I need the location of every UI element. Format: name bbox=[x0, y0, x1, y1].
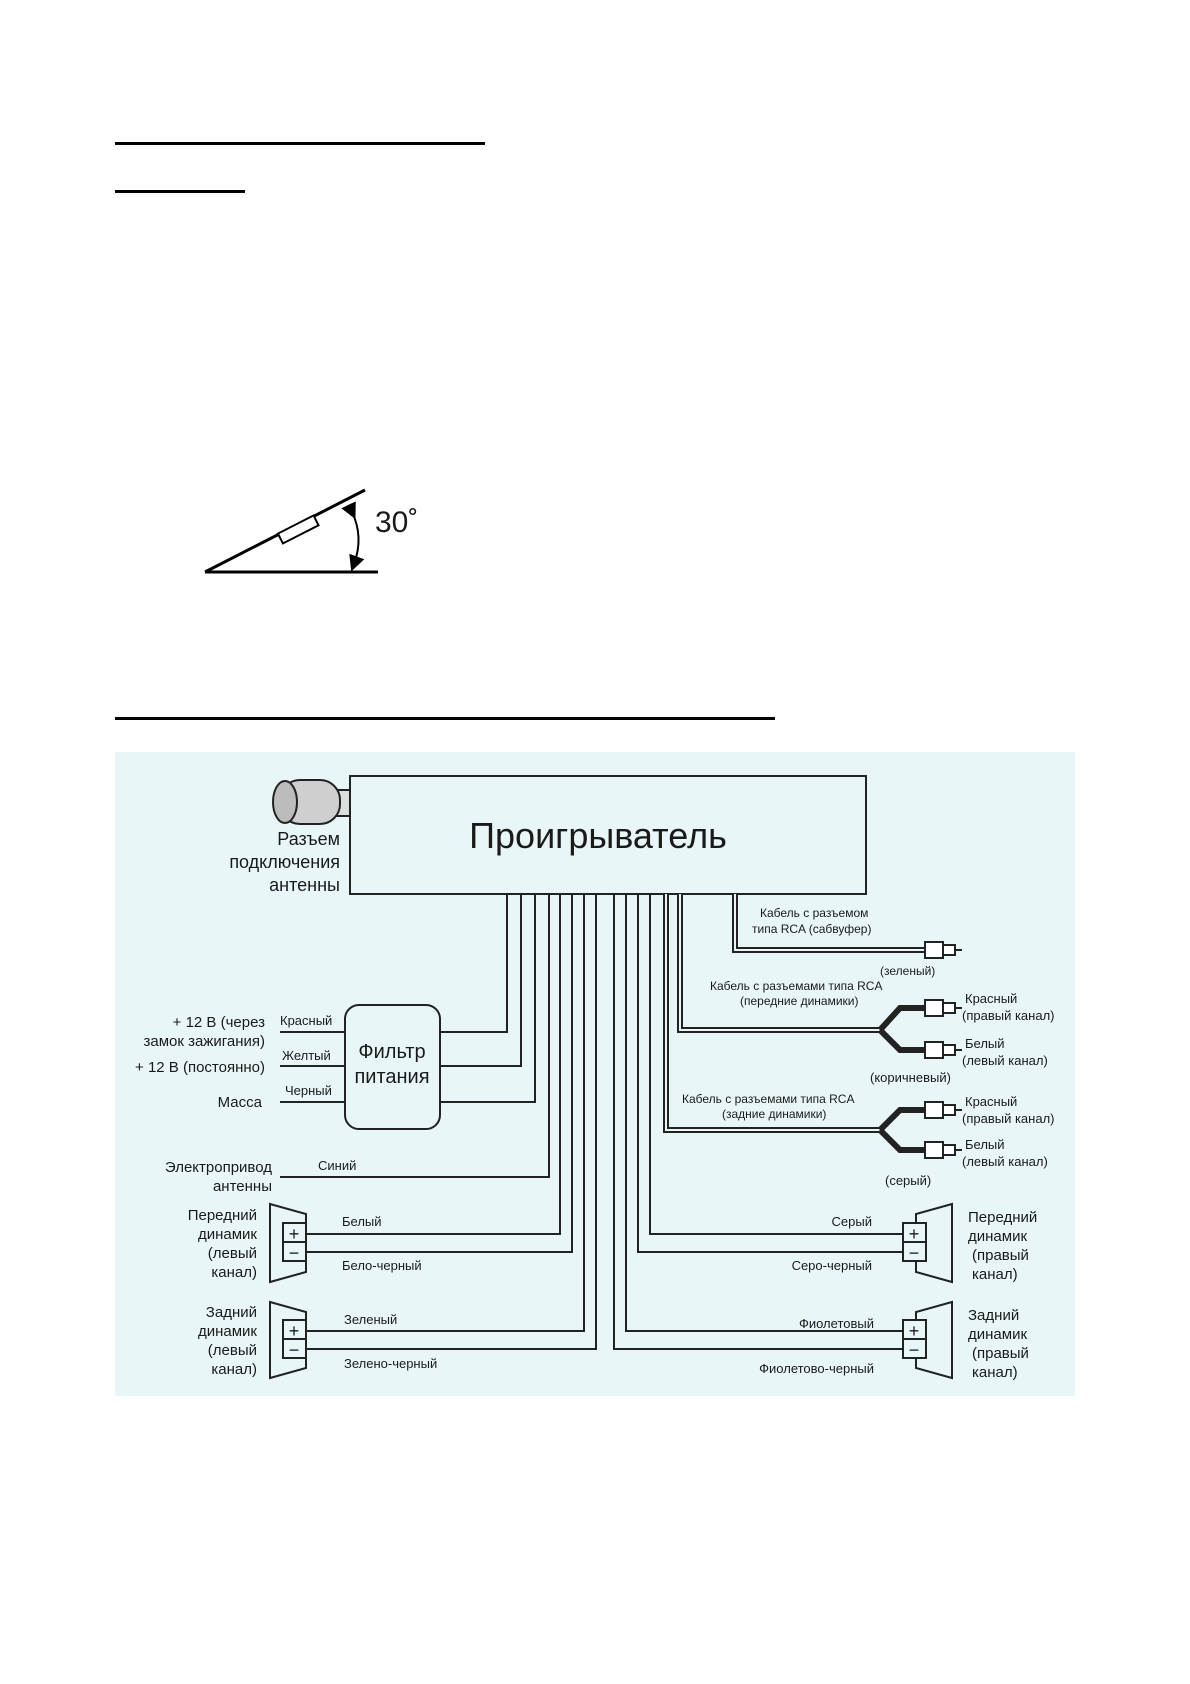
power-constant-label: + 12 В (постоянно) bbox=[135, 1059, 265, 1076]
antenna-label-line2: подключения bbox=[229, 852, 340, 872]
wire-yellow-label: Желтый bbox=[282, 1048, 331, 1063]
front-right-speaker-label-line3: (правый bbox=[972, 1247, 1029, 1264]
rca-rear-color: (серый) bbox=[885, 1173, 931, 1188]
rca-plug-icon bbox=[924, 999, 962, 1017]
player-label: Проигрыватель bbox=[469, 815, 727, 856]
rca-plug-icon bbox=[924, 1041, 962, 1059]
heading-rule-2 bbox=[115, 190, 245, 193]
rca-front-right-line2: (правый канал) bbox=[962, 1008, 1054, 1023]
rear-right-speaker-label-line3: (правый bbox=[972, 1345, 1029, 1362]
speaker-icon bbox=[269, 1300, 307, 1380]
polarity-plus: + bbox=[909, 1321, 920, 1341]
wire-black-label: Черный bbox=[285, 1083, 332, 1098]
heading-rule-1 bbox=[115, 142, 485, 145]
wiring-diagram: Разъем подключения антенны Проигрыватель… bbox=[115, 752, 1075, 1396]
polarity-minus: − bbox=[909, 1340, 920, 1360]
front-left-speaker-label-line1: Передний bbox=[188, 1207, 257, 1224]
speaker-icon bbox=[902, 1300, 953, 1380]
rca-rear-label-line2: (задние динамики) bbox=[722, 1107, 826, 1121]
rear-left-speaker-label-line3: (левый bbox=[208, 1342, 257, 1359]
power-ignition-label-line1: + 12 В (через bbox=[173, 1014, 265, 1031]
rca-rear-right-line1: Красный bbox=[965, 1094, 1017, 1109]
heading-rule-3 bbox=[115, 717, 775, 720]
rear-left-speaker-label-line1: Задний bbox=[206, 1304, 257, 1321]
rca-front-label-line2: (передние динамики) bbox=[740, 994, 859, 1008]
rca-rear-right-line2: (правый канал) bbox=[962, 1111, 1054, 1126]
wire-red-out bbox=[440, 894, 508, 1033]
wire-green-black bbox=[306, 894, 597, 1350]
antenna-label-line1: Разъем bbox=[277, 829, 340, 849]
front-right-speaker-label-line1: Передний bbox=[968, 1209, 1037, 1226]
mounting-angle-figure: 30˚ bbox=[204, 488, 418, 574]
rca-rear-cable bbox=[663, 894, 925, 1153]
front-left-speaker-label-line2: динамик bbox=[198, 1226, 257, 1243]
filter-label-line1: Фильтр bbox=[358, 1041, 425, 1063]
antenna-drive-label-line1: Электропривод bbox=[165, 1159, 272, 1176]
wire-gray-black bbox=[637, 894, 903, 1253]
power-ignition-label-line2: замок зажигания) bbox=[143, 1033, 265, 1050]
antenna-label-line3: антенны bbox=[269, 875, 340, 895]
wire-violet-black bbox=[613, 894, 903, 1350]
rca-plug-icon bbox=[924, 1101, 962, 1119]
rca-front-cable bbox=[677, 894, 925, 1053]
angle-device-icon bbox=[276, 514, 320, 545]
rear-right-speaker-label-line1: Задний bbox=[968, 1307, 1019, 1324]
wire-blue bbox=[280, 894, 550, 1178]
front-left-speaker-label-line4: канал) bbox=[211, 1264, 257, 1281]
front-right-speaker-label-line4: канал) bbox=[972, 1266, 1018, 1283]
ground-label: Масса bbox=[218, 1094, 263, 1111]
rca-front-color: (коричневый) bbox=[870, 1070, 951, 1085]
rca-front-label-line1: Кабель с разъемами типа RCA bbox=[710, 979, 882, 993]
wire-white-label: Белый bbox=[342, 1214, 382, 1229]
wire-yellow-out bbox=[440, 894, 522, 1067]
rca-front-right-line1: Красный bbox=[965, 991, 1017, 1006]
speaker-icon bbox=[269, 1202, 307, 1284]
wire-white-black bbox=[306, 894, 573, 1253]
wire-violet-black-label: Фиолетово-черный bbox=[759, 1361, 874, 1376]
antenna-drive-label-line2: антенны bbox=[213, 1178, 272, 1195]
angle-label: 30˚ bbox=[375, 506, 418, 539]
polarity-minus: − bbox=[289, 1243, 300, 1263]
wire-gray-label: Серый bbox=[832, 1214, 872, 1229]
rca-subwoofer-cable bbox=[732, 894, 925, 953]
wire-green bbox=[306, 894, 585, 1332]
rca-rear-label-line1: Кабель с разъемами типа RCA bbox=[682, 1092, 854, 1106]
rear-right-speaker-label-line4: канал) bbox=[972, 1364, 1018, 1381]
rca-front-left-line2: (левый канал) bbox=[962, 1053, 1048, 1068]
polarity-minus: − bbox=[909, 1243, 920, 1263]
rca-front-left-line1: Белый bbox=[965, 1036, 1005, 1051]
rca-rear-left-line2: (левый канал) bbox=[962, 1154, 1048, 1169]
wire-green-label: Зеленый bbox=[344, 1312, 397, 1327]
polarity-minus: − bbox=[289, 1340, 300, 1360]
polarity-plus: + bbox=[289, 1224, 300, 1244]
polarity-plus: + bbox=[909, 1224, 920, 1244]
wire-blue-label: Синий bbox=[318, 1158, 356, 1173]
angle-arc-arrow bbox=[341, 501, 365, 572]
speaker-icon bbox=[902, 1202, 953, 1284]
rear-left-speaker-label-line2: динамик bbox=[198, 1323, 257, 1340]
front-left-speaker-label-line3: (левый bbox=[208, 1245, 257, 1262]
rca-sub-label-line1: Кабель с разъемом bbox=[760, 906, 868, 920]
front-right-speaker-label-line2: динамик bbox=[968, 1228, 1027, 1245]
wire-white-black-label: Бело-черный bbox=[342, 1258, 422, 1273]
wire-green-black-label: Зелено-черный bbox=[344, 1356, 437, 1371]
rca-rear-left-line1: Белый bbox=[965, 1137, 1005, 1152]
rear-left-speaker-label-line4: канал) bbox=[211, 1361, 257, 1378]
rca-sub-color: (зеленый) bbox=[880, 964, 935, 978]
rca-plug-icon bbox=[924, 941, 962, 959]
filter-label-line2: питания bbox=[354, 1066, 429, 1088]
wire-red-label: Красный bbox=[280, 1013, 332, 1028]
wire-black-out bbox=[440, 894, 536, 1103]
wire-gray bbox=[649, 894, 903, 1235]
player-box bbox=[349, 775, 867, 895]
rear-right-speaker-label-line2: динамик bbox=[968, 1326, 1027, 1343]
wire-violet bbox=[625, 894, 903, 1332]
rca-sub-label-line2: типа RCA (сабвуфер) bbox=[752, 922, 871, 936]
wire-gray-black-label: Серо-черный bbox=[792, 1258, 872, 1273]
rca-plug-icon bbox=[924, 1141, 962, 1159]
wire-white bbox=[306, 894, 561, 1235]
polarity-plus: + bbox=[289, 1321, 300, 1341]
wire-violet-label: Фиолетовый bbox=[799, 1316, 874, 1331]
